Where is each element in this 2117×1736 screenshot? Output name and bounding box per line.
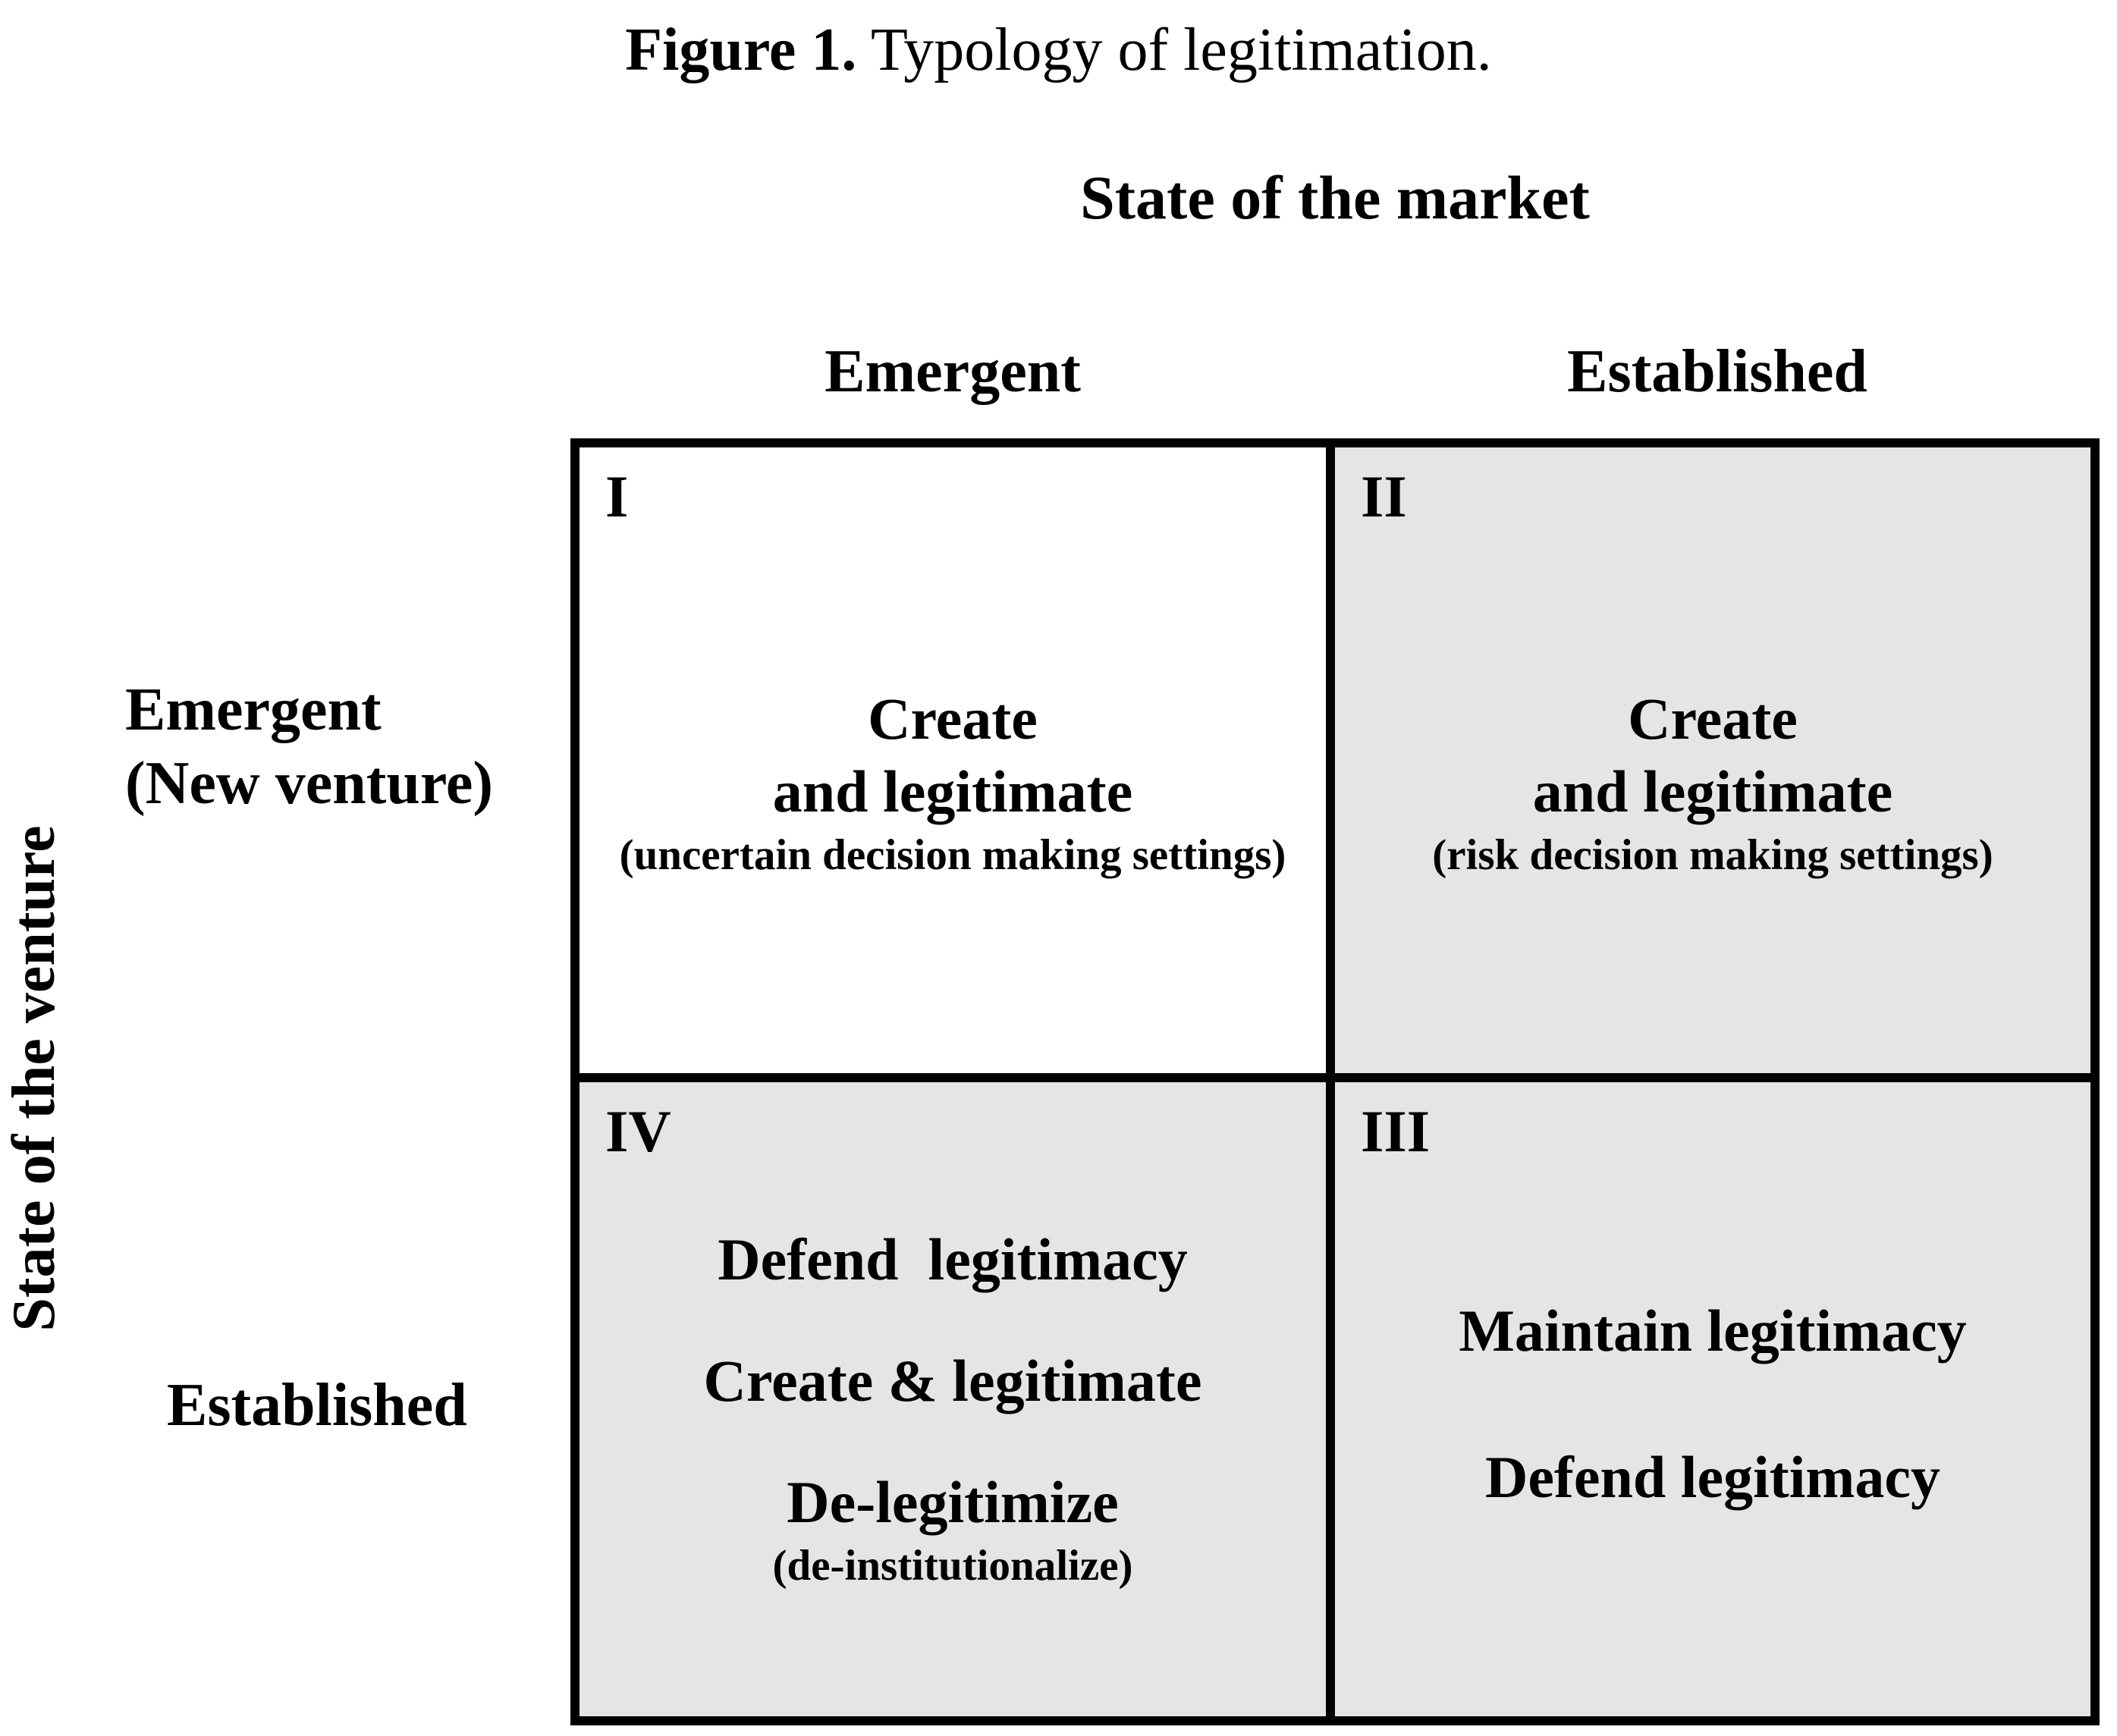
quadrant-2: II Create and legitimate (risk decision … [1335, 447, 2090, 1082]
quadrant-2-line1: Create [1628, 686, 1798, 752]
quadrant-4-item2: Create & legitimate [703, 1347, 1202, 1414]
row-label-established: Established [167, 1372, 467, 1439]
quadrant-3-numeral: III [1361, 1097, 1431, 1164]
quadrant-4-item1: Defend legitimacy [718, 1226, 1188, 1292]
column-header-established: Established [1567, 338, 1867, 405]
quadrant-4-item3: De-legitimize [787, 1468, 1119, 1535]
quadrant-2-numeral: II [1361, 463, 1407, 529]
quadrant-1-numeral: I [605, 463, 629, 529]
venture-axis-title: State of the venture [1, 825, 68, 1332]
quadrant-1-line1: Create [868, 686, 1038, 752]
quadrant-4-note: (de-institutionalize) [772, 1541, 1133, 1590]
quadrant-1: I Create and legitimate (uncertain decis… [580, 447, 1335, 1082]
row-label-emergent-line1: Emergent [125, 677, 382, 743]
row-label-emergent-line2: (New venture) [125, 750, 494, 817]
column-header-emergent: Emergent [824, 338, 1081, 405]
quadrant-3-item1: Maintain legitimacy [1459, 1297, 1967, 1364]
figure-caption: Figure 1. Typology of legitimation. [0, 14, 2117, 86]
quadrant-1-content: Create and legitimate (uncertain decisio… [580, 683, 1326, 883]
market-axis-title: State of the market [1080, 163, 1590, 232]
quadrant-4: IV Defend legitimacy Create & legitimate… [580, 1081, 1335, 1716]
figure-caption-label: Figure 1. [625, 17, 857, 83]
quadrant-2-note: (risk decision making settings) [1432, 831, 1993, 879]
quadrant-3-item2: Defend legitimacy [1484, 1443, 1940, 1510]
quadrant-4-content: Defend legitimacy Create & legitimate De… [580, 1223, 1326, 1593]
quadrant-3: III Maintain legitimacy Defend legitimac… [1335, 1081, 2090, 1716]
quadrant-2-line2: and legitimate [1532, 758, 1893, 824]
quadrant-4-numeral: IV [605, 1097, 671, 1164]
quadrant-2-content: Create and legitimate (risk decision mak… [1335, 683, 2090, 883]
row-label-emergent: Emergent (New venture) [125, 673, 493, 821]
figure-caption-text: Typology of legitimation. [856, 17, 1492, 83]
quadrant-1-line2: and legitimate [772, 758, 1133, 824]
typology-matrix: I Create and legitimate (uncertain decis… [570, 438, 2100, 1725]
quadrant-1-note: (uncertain decision making settings) [619, 831, 1286, 879]
quadrant-3-content: Maintain legitimacy Defend legitimacy [1335, 1295, 2090, 1514]
